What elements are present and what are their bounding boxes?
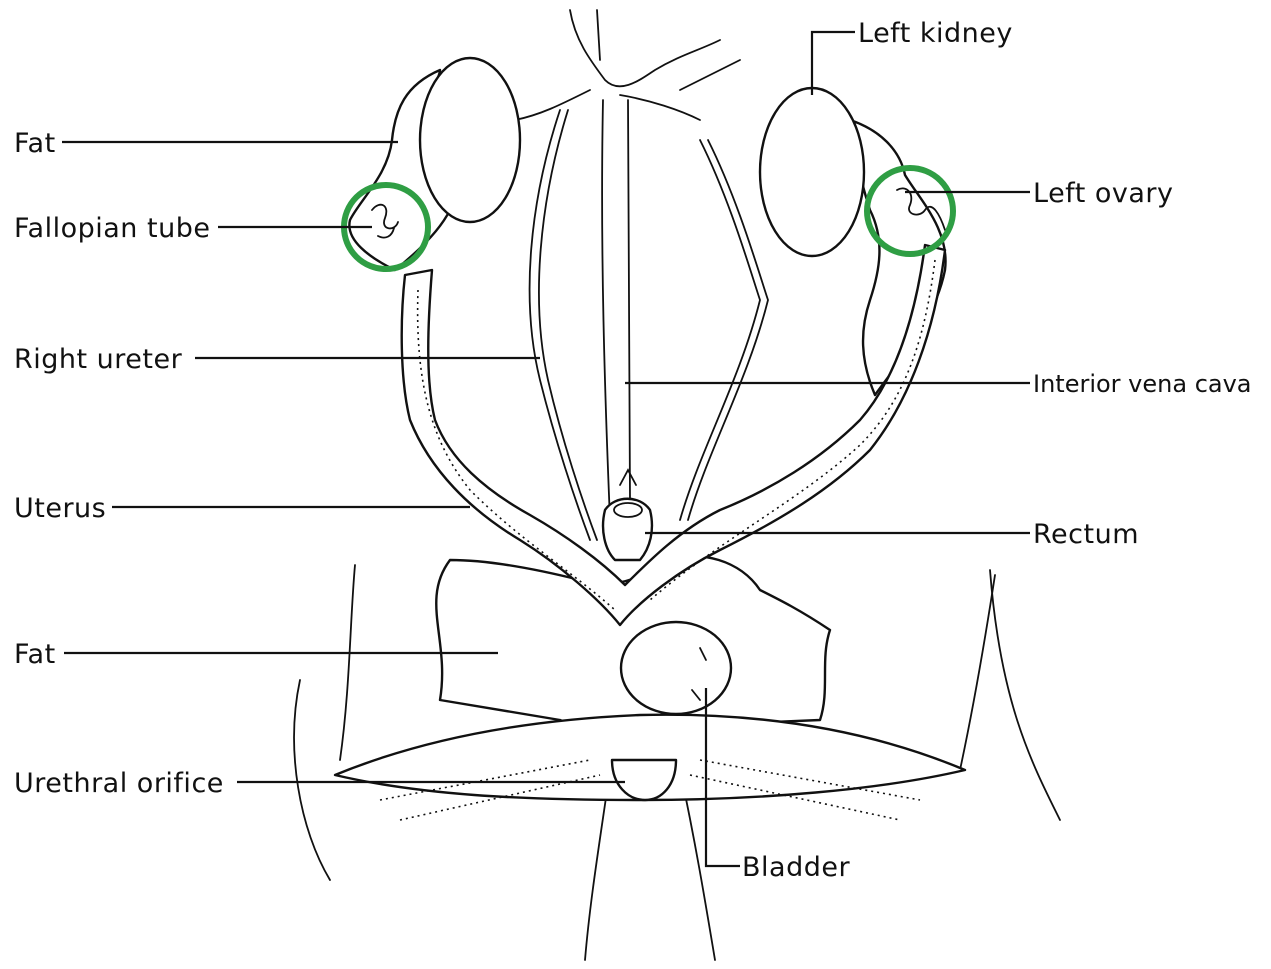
label-interior-vena-cava: Interior vena cava xyxy=(1033,370,1252,398)
label-urethral-orifice: Urethral orifice xyxy=(14,768,224,799)
anatomy-drawing xyxy=(294,10,1060,960)
label-rectum: Rectum xyxy=(1033,519,1139,550)
label-uterus: Uterus xyxy=(14,493,106,524)
label-left-kidney: Left kidney xyxy=(858,18,1013,49)
label-right-ureter: Right ureter xyxy=(14,344,183,375)
left-kidney-shape xyxy=(760,88,864,256)
label-left-ovary: Left ovary xyxy=(1033,178,1174,209)
rectum-shape xyxy=(603,499,652,560)
label-bladder: Bladder xyxy=(742,852,850,883)
label-fat-bottom: Fat xyxy=(14,639,56,670)
bladder-shape xyxy=(621,622,731,714)
label-fat-top: Fat xyxy=(14,128,56,159)
right-ureter-shape xyxy=(530,110,590,540)
right-kidney-shape xyxy=(420,58,520,222)
label-fallopian-tube: Fallopian tube xyxy=(14,213,210,244)
